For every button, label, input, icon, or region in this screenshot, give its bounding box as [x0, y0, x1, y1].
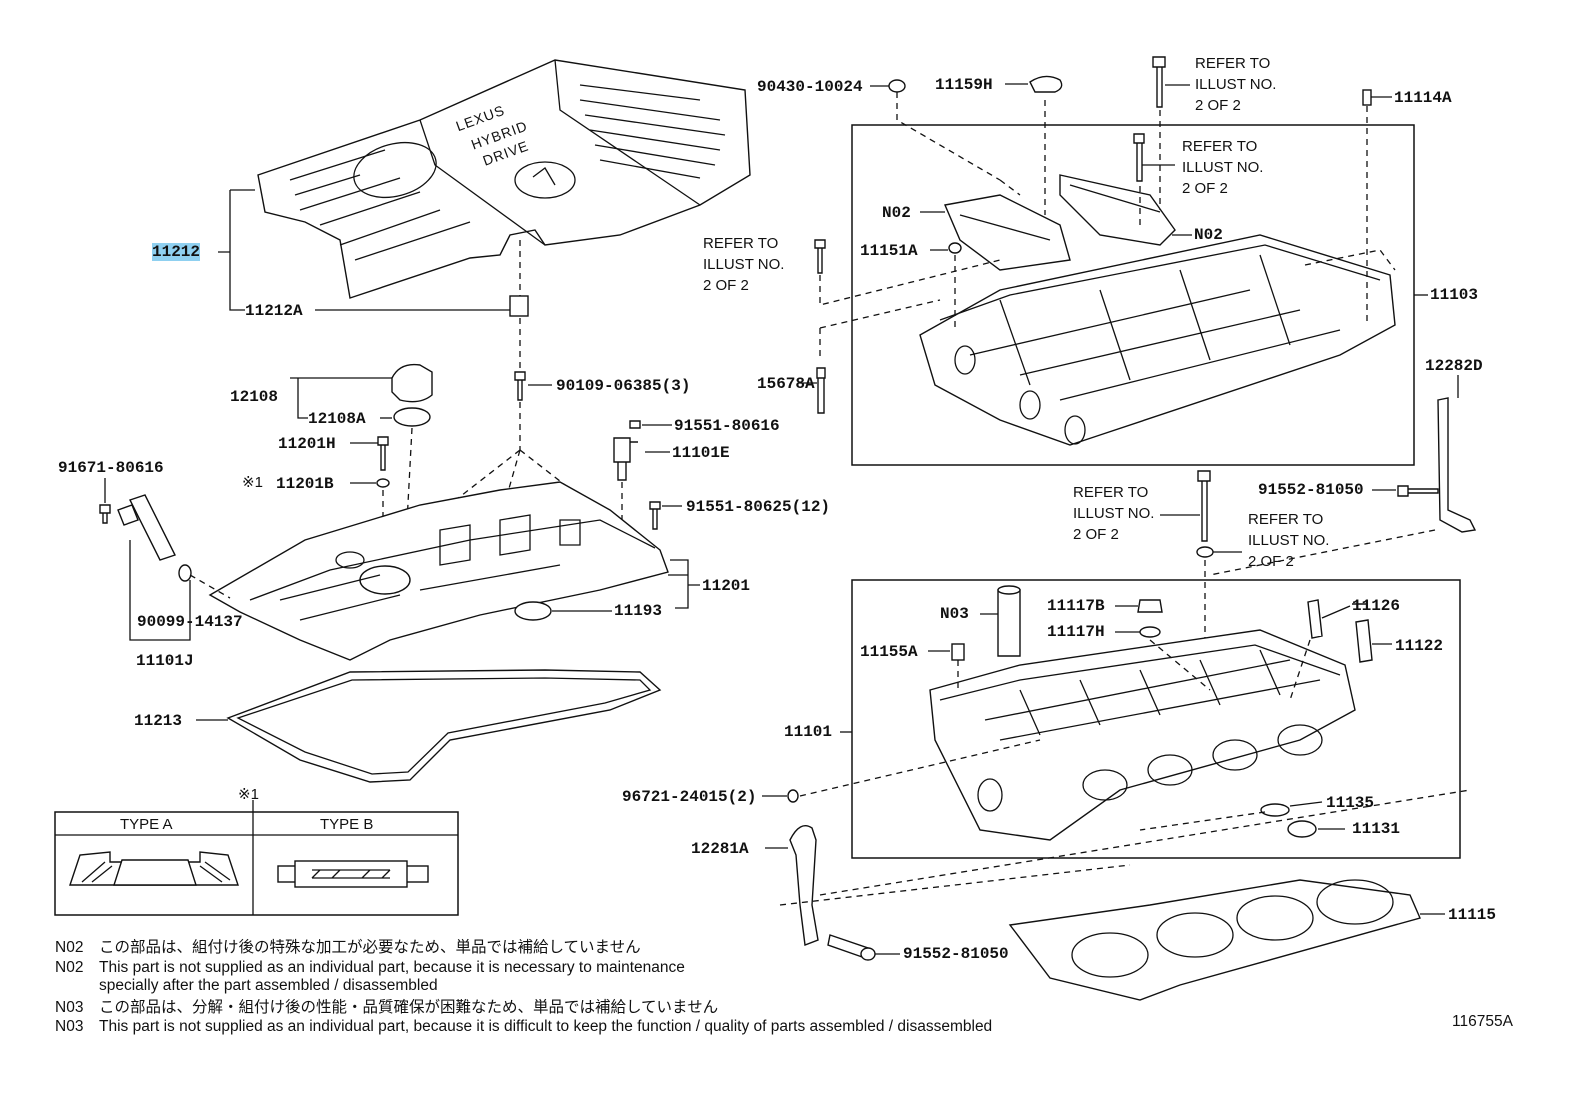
- note-code: N02: [55, 939, 84, 956]
- part-label-11101[interactable]: 11101: [784, 723, 833, 741]
- part-label-12108[interactable]: 12108: [230, 388, 279, 406]
- note-text: This part is not supplied as an individu…: [99, 1018, 993, 1035]
- part-label-11101j[interactable]: 11101J: [136, 652, 194, 670]
- type-a-label: TYPE A: [120, 816, 173, 833]
- note-code: N03: [55, 1018, 84, 1035]
- part-label-11201b[interactable]: 11201B: [276, 475, 334, 493]
- part-label-11114a[interactable]: 11114A: [1394, 89, 1452, 107]
- part-label-11151a[interactable]: 11151A: [860, 242, 918, 260]
- part-label-12282d[interactable]: 12282D: [1425, 357, 1483, 375]
- type-a-section: [69, 851, 239, 886]
- illustration-id: 116755A: [1452, 1013, 1513, 1030]
- type-table-mark: ※1: [238, 786, 259, 803]
- part-label-n02-right[interactable]: N02: [1194, 226, 1223, 244]
- refer-note-mid[interactable]: REFER TO ILLUST NO. 2 OF 2: [1073, 484, 1155, 543]
- part-label-90430-10024[interactable]: 90430-10024: [757, 78, 863, 96]
- part-label-91552-81050-top[interactable]: 91552-81050: [1258, 481, 1364, 499]
- part-label-11122[interactable]: 11122: [1395, 637, 1444, 655]
- part-label-11193[interactable]: 11193: [614, 602, 663, 620]
- refer-note-top[interactable]: REFER TO ILLUST NO. 2 OF 2: [1195, 55, 1277, 114]
- type-b-section: [277, 860, 429, 888]
- part-label-11115[interactable]: 11115: [1448, 906, 1497, 924]
- note-code: N03: [55, 999, 84, 1016]
- part-label-11213[interactable]: 11213: [134, 712, 183, 730]
- engine-cover-drawing: [257, 59, 751, 299]
- cam-housing-drawing: [919, 234, 1396, 446]
- part-label-11135[interactable]: 11135: [1326, 794, 1375, 812]
- part-label-n02-left[interactable]: N02: [882, 204, 911, 222]
- refer-note-cam[interactable]: REFER TO ILLUST NO. 2 OF 2: [1182, 138, 1264, 197]
- refer-note-left[interactable]: REFER TO ILLUST NO. 2 OF 2: [703, 235, 785, 294]
- part-label-12281a[interactable]: 12281A: [691, 840, 749, 858]
- part-label-11101e[interactable]: 11101E: [672, 444, 730, 462]
- part-label-11131[interactable]: 11131: [1352, 820, 1401, 838]
- type-mark-small: ※1: [242, 474, 263, 491]
- part-label-11155a[interactable]: 11155A: [860, 643, 918, 661]
- part-label-11117b[interactable]: 11117B: [1047, 597, 1105, 615]
- part-label-11159h[interactable]: 11159H: [935, 76, 993, 94]
- part-label-91552-81050-bottom[interactable]: 91552-81050: [903, 945, 1009, 963]
- refer-note-washer[interactable]: REFER TO ILLUST NO. 2 OF 2: [1248, 511, 1330, 570]
- cylinder-head-drawing: [929, 629, 1356, 841]
- part-label-90109-06385[interactable]: 90109-06385(3): [556, 377, 691, 395]
- part-label-91671-80616[interactable]: 91671-80616: [58, 459, 164, 477]
- part-label-11103[interactable]: 11103: [1430, 286, 1479, 304]
- part-label-11117h[interactable]: 11117H: [1047, 623, 1105, 641]
- oil-control-valve: [117, 494, 192, 582]
- part-label-11201h[interactable]: 11201H: [278, 435, 336, 453]
- note-text: specially after the part assembled / dis…: [99, 977, 438, 994]
- part-label-96721-24015[interactable]: 96721-24015(2): [622, 788, 757, 806]
- part-label-91551-80625[interactable]: 91551-80625(12): [686, 498, 831, 516]
- part-label-12108a[interactable]: 12108A: [308, 410, 366, 428]
- part-label-90099-14137[interactable]: 90099-14137: [137, 613, 243, 631]
- part-label-11212[interactable]: 11212: [152, 243, 201, 261]
- part-label-11201[interactable]: 11201: [702, 577, 751, 595]
- oil-filler-cap: [391, 363, 433, 427]
- note-code: N02: [55, 959, 84, 976]
- part-label-15678a[interactable]: 15678A: [757, 375, 815, 393]
- note-text: この部品は、組付け後の特殊な加工が必要なため、単品では補給していません: [99, 939, 641, 956]
- valve-cover-drawing: [208, 481, 669, 661]
- part-label-n03[interactable]: N03: [940, 605, 969, 623]
- part-label-91551-80616[interactable]: 91551-80616: [674, 417, 780, 435]
- note-text: This part is not supplied as an individu…: [99, 959, 685, 976]
- note-text: この部品は、分解・組付け後の性能・品質確保が困難なため、単品では補給していません: [99, 999, 719, 1016]
- type-b-label: TYPE B: [320, 816, 374, 833]
- part-label-11212a[interactable]: 11212A: [245, 302, 303, 320]
- part-label-11126[interactable]: 11126: [1352, 597, 1401, 615]
